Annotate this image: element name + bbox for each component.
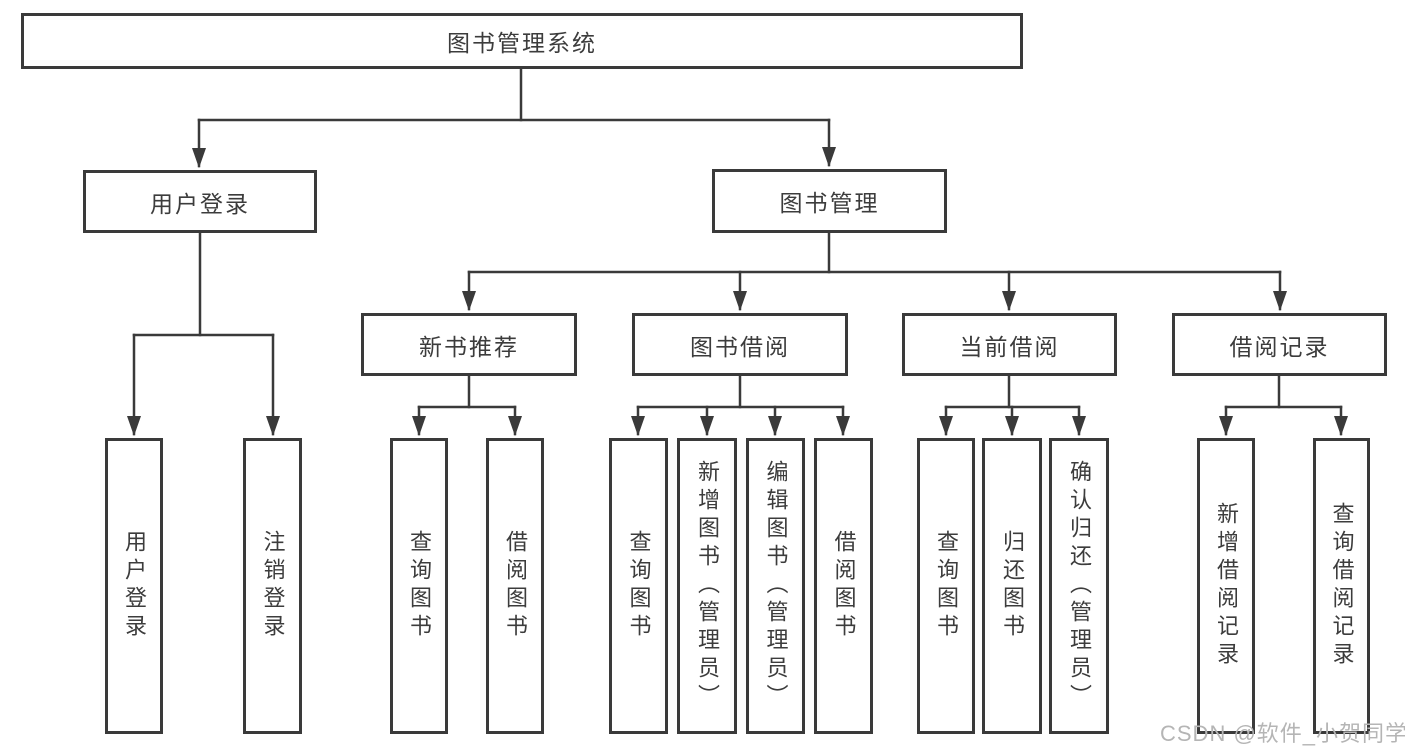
node-current-borrowing: 当前借阅 [902, 313, 1117, 376]
leaf-confirm-return-admin: 确认归还（管理员） [1049, 438, 1109, 734]
leaf-add-book-admin: 新增图书（管理员） [677, 438, 737, 734]
leaf-user-login: 用户登录 [105, 438, 163, 734]
leaf-query-books-borrowing: 查询图书 [609, 438, 668, 734]
leaf-return-books: 归还图书 [982, 438, 1042, 734]
node-library-management-system: 图书管理系统 [21, 13, 1023, 69]
leaf-borrow-books-recommend: 借阅图书 [486, 438, 544, 734]
node-book-borrowing: 图书借阅 [632, 313, 848, 376]
leaf-query-books-current: 查询图书 [917, 438, 975, 734]
node-borrowing-records: 借阅记录 [1172, 313, 1387, 376]
leaf-query-books-recommend: 查询图书 [390, 438, 448, 734]
leaf-logout: 注销登录 [243, 438, 302, 734]
leaf-edit-book-admin: 编辑图书（管理员） [746, 438, 805, 734]
leaf-add-borrow-record: 新增借阅记录 [1197, 438, 1255, 734]
node-user-login: 用户登录 [83, 170, 317, 233]
node-new-book-recommend: 新书推荐 [361, 313, 577, 376]
csdn-watermark: CSDN @软件_小贺同学 [1160, 721, 1405, 746]
leaf-borrow-books-borrowing: 借阅图书 [814, 438, 873, 734]
leaf-query-borrow-record: 查询借阅记录 [1313, 438, 1370, 734]
node-book-management: 图书管理 [712, 169, 947, 233]
